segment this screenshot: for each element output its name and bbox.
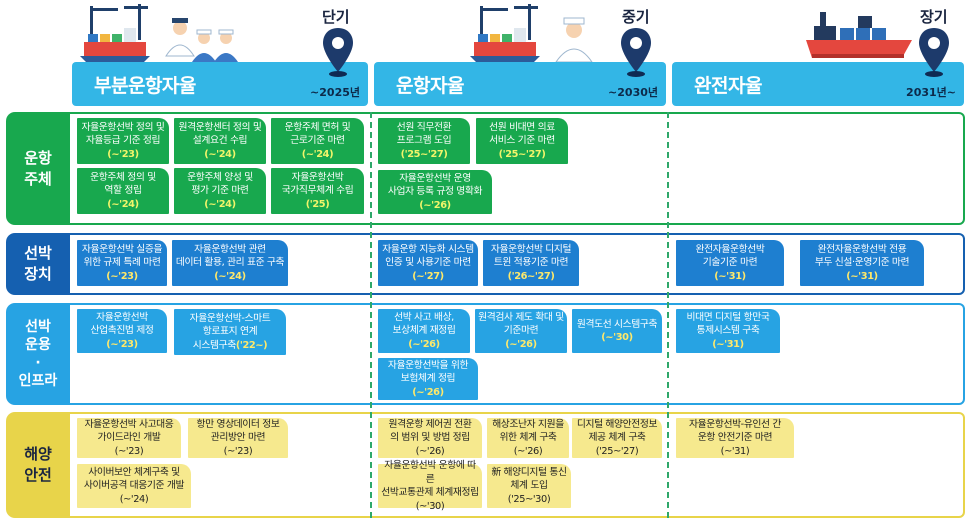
task-box: 자율운항 지능화 시스템 인증 및 사용기준 마련(~'27) bbox=[378, 240, 478, 286]
phase-name: 완전자율 bbox=[694, 75, 762, 97]
autonomous-ship-illustration bbox=[806, 12, 912, 58]
port-crane-ship-illustration bbox=[470, 4, 540, 62]
task-box: 디지털 해양안전정보 제공 체계 구축('25~'27) bbox=[572, 418, 662, 458]
task-box: 자율운항선박-유인선 간 운항 안전기준 마련(~'31) bbox=[676, 418, 794, 458]
task-box: 자율운항선박 실증을 위한 규제 특례 마련(~'23) bbox=[77, 240, 167, 286]
term-label-long: 장기 bbox=[920, 8, 948, 26]
row-frame-device bbox=[70, 233, 965, 295]
task-box: 자율운항선박 운영 사업자 등록 규정 명확화(~'26) bbox=[378, 170, 492, 214]
task-box: 자율운항선박 관련 데이터 활용, 관리 표준 구축(~'24) bbox=[172, 240, 288, 286]
task-box: 자율운항선박을 위한 보험체계 정립(~'26) bbox=[378, 358, 478, 400]
task-box: 운항주체 양성 및 평가 기준 마련(~'24) bbox=[174, 168, 266, 214]
row-frame-infra bbox=[70, 303, 965, 405]
captain-illustration bbox=[555, 17, 593, 62]
phase-divider-line bbox=[370, 112, 372, 518]
task-box: 원격운항 제어권 전환 의 범위 및 방법 정립(~'26) bbox=[378, 418, 482, 458]
task-box: 자율운항선박-스마트 항로표지 연계 시스템구축('22~) bbox=[174, 309, 286, 355]
phase-date: 2031년~ bbox=[906, 86, 956, 99]
row-label-safety: 해양 안전 bbox=[6, 412, 70, 518]
task-box: 자율운항선박 디지털 트윈 적용기준 마련('26~'27) bbox=[483, 240, 579, 286]
map-pin-icon bbox=[323, 28, 353, 77]
task-box: 완전자율운항선박 기술기준 마련(~'31) bbox=[676, 240, 784, 286]
row-frame-operator bbox=[70, 112, 965, 225]
row-label-infra: 선박 운용 · 인프라 bbox=[6, 303, 70, 405]
row-frame-safety bbox=[70, 412, 965, 518]
task-box: 원격도선 시스템구축(~'30) bbox=[572, 309, 662, 353]
task-box: 원격운항센터 정의 및 설계요건 수립(~'24) bbox=[174, 118, 266, 164]
task-box: 운항주체 면허 및 근로기준 마련(~'24) bbox=[271, 118, 364, 164]
phase-name: 운항자율 bbox=[396, 75, 464, 97]
term-label-short: 단기 bbox=[322, 8, 350, 26]
phase-bar-mid: 운항자율 ~2030년 bbox=[374, 62, 666, 106]
row-label-operator: 운항 주체 bbox=[6, 112, 70, 225]
map-pin-icon bbox=[919, 28, 949, 77]
task-box: 자율운항선박 산업촉진법 제정(~'23) bbox=[77, 309, 167, 353]
phase-bar-short: 부분운항자율 ~2025년 bbox=[72, 62, 368, 106]
task-box: 해상조난자 지원을 위한 체계 구축(~'26) bbox=[487, 418, 569, 458]
port-crane-ship-illustration bbox=[80, 4, 150, 62]
crew-illustration bbox=[165, 18, 238, 62]
task-box: 자율운항선박 운항에 따른 선박교통관제 체계재정립(~'30) bbox=[378, 460, 482, 512]
task-box: 선원 비대면 의료 서비스 기준 마련('25~'27) bbox=[476, 118, 568, 164]
task-box: 항만 영상데이터 정보 관리방안 마련(~'23) bbox=[188, 418, 288, 458]
task-box: 원격검사 제도 확대 및 기준마련(~'26) bbox=[475, 309, 567, 353]
task-box: 운항주체 정의 및 역할 정립(~'24) bbox=[77, 168, 169, 214]
map-pin-icon bbox=[621, 28, 651, 77]
task-box: 자율운항선박 사고대응 가이드라인 개발(~'23) bbox=[77, 418, 181, 458]
task-box: 선박 사고 배상, 보상체계 재정립(~'26) bbox=[378, 309, 470, 353]
phase-name: 부분운항자율 bbox=[94, 75, 196, 97]
task-box: 선원 직무전환 프로그램 도입('25~'27) bbox=[378, 118, 470, 164]
phase-divider-line bbox=[667, 112, 669, 518]
task-box: 자율운항선박 국가직무체계 수립('25) bbox=[271, 168, 364, 214]
task-box: 사이버보안 체계구축 및 사이버공격 대응기준 개발(~'24) bbox=[77, 464, 191, 508]
phase-date: ~2030년 bbox=[608, 86, 658, 99]
task-box: 新 해양디지털 통신 체계 도입('25~'30) bbox=[487, 464, 571, 508]
phase-bar-long: 완전자율 2031년~ bbox=[672, 62, 964, 106]
task-box: 완전자율운항선박 전용 부두 신설·운영기준 마련(~'31) bbox=[800, 240, 924, 286]
task-box: 비대면 디지털 항만국 통제시스템 구축(~'31) bbox=[676, 309, 780, 353]
task-box: 자율운항선박 정의 및 자율등급 기준 정립(~'23) bbox=[77, 118, 169, 164]
row-label-device: 선박 장치 bbox=[6, 233, 70, 295]
term-label-mid: 중기 bbox=[622, 8, 650, 26]
phase-date: ~2025년 bbox=[310, 86, 360, 99]
